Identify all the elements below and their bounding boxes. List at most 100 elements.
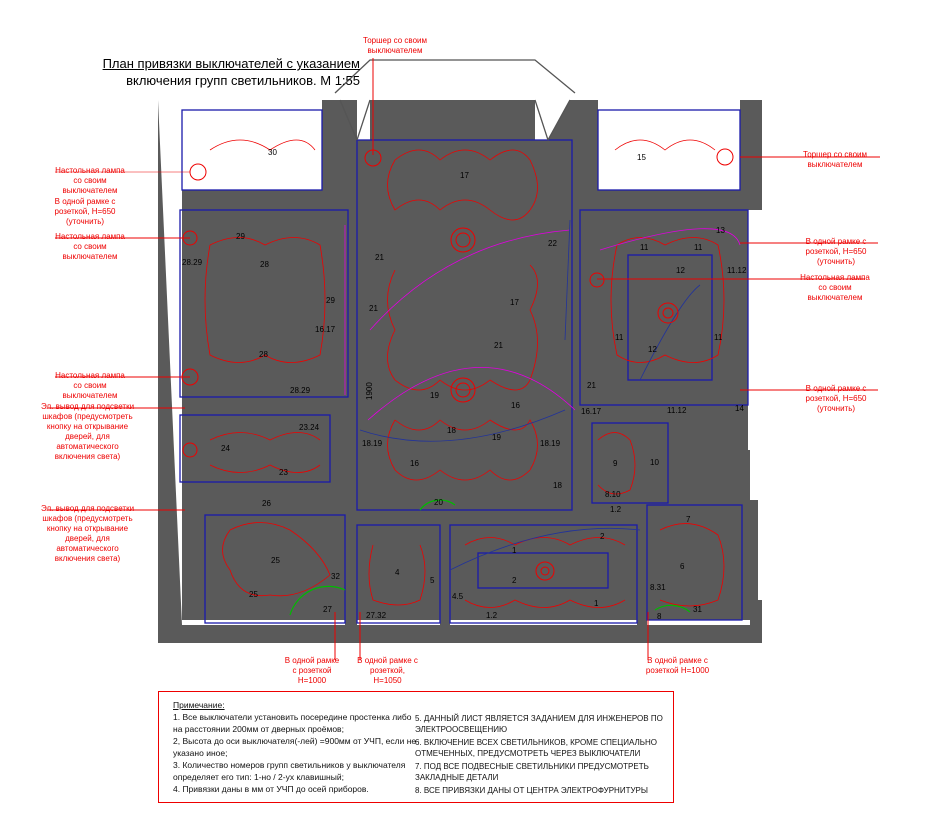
group-label: 21 xyxy=(587,381,596,390)
group-label: 19 xyxy=(430,391,439,400)
group-label: 25 xyxy=(249,590,258,599)
title-line-2: включения групп светильников. М 1:55 xyxy=(126,73,360,88)
group-label: 1.2 xyxy=(610,505,622,514)
group-label: 23 xyxy=(279,468,288,477)
group-label: 17 xyxy=(510,298,519,307)
group-label: 28 xyxy=(260,260,269,269)
group-label: 9 xyxy=(613,459,618,468)
lighting-wiring xyxy=(204,139,725,608)
annotation-frame-right-2: В одной рамке с розеткой, H=650 (уточнит… xyxy=(805,384,867,413)
notes-right-column: 5. ДАННЫЙ ЛИСТ ЯВЛЯЕТСЯ ЗАДАНИЕМ ДЛЯ ИНЖ… xyxy=(415,714,665,800)
group-label: 1 xyxy=(512,546,517,555)
group-label: 16 xyxy=(410,459,419,468)
drawing-title: План привязки выключателей с указанием в… xyxy=(60,55,360,89)
group-label: 17 xyxy=(460,171,469,180)
note-item: 6. ВКЛЮЧЕНИЕ ВСЕХ СВЕТИЛЬНИКОВ, КРОМЕ СП… xyxy=(415,738,657,758)
group-label: 19 xyxy=(492,433,501,442)
group-label: 1.2 xyxy=(486,611,498,620)
notes-box: Примечание: 1. Все выключатели установит… xyxy=(158,691,674,803)
group-label: 18.19 xyxy=(362,439,383,448)
group-label: 12 xyxy=(676,266,685,275)
notes-left-column: 1. Все выключатели установить посередине… xyxy=(173,711,423,795)
annotation-cabinet-1: Эл. вывод для подсветки шкафов (предусмо… xyxy=(40,402,135,461)
group-label: 21 xyxy=(375,253,384,262)
group-label: 16 xyxy=(511,401,520,410)
group-label: 21 xyxy=(494,341,503,350)
group-label: 11 xyxy=(694,243,703,252)
group-label: 5 xyxy=(430,576,435,585)
group-label: 23.24 xyxy=(299,423,320,432)
annotation-lamp-right: Настольная лампа со своим выключателем xyxy=(800,273,870,302)
note-item: 1. Все выключатели установить посередине… xyxy=(173,712,412,734)
group-label: 11.12 xyxy=(727,266,747,275)
group-label: 8.31 xyxy=(650,583,666,592)
room-outlines xyxy=(179,59,749,624)
pendant-lights xyxy=(181,148,734,581)
annotation-bottom-3: В одной рамке с розеткой H=1000 xyxy=(645,656,710,675)
annotation-bottom-1: В одной рамке с розеткой H=1000 xyxy=(284,656,340,685)
group-label: 29 xyxy=(236,232,245,241)
group-label: 8.10 xyxy=(605,490,621,499)
group-label: 1900 xyxy=(365,382,374,400)
group-label: 11.12 xyxy=(667,406,687,415)
group-label: 15 xyxy=(637,153,646,162)
note-item: 7. ПОД ВСЕ ПОДВЕСНЫЕ СВЕТИЛЬНИКИ ПРЕДУСМ… xyxy=(415,762,649,782)
group-label: 6 xyxy=(680,562,685,571)
group-label: 10 xyxy=(650,458,659,467)
annotation-lamp-left-3: Настольная лампа со своим выключателем xyxy=(55,371,125,400)
group-label: 4 xyxy=(395,568,400,577)
group-label: 11 xyxy=(714,333,723,342)
group-label: 25 xyxy=(271,556,280,565)
annotation-frame-left: В одной рамке с розеткой, H=650 (уточнит… xyxy=(54,197,116,226)
group-label: 12 xyxy=(648,345,657,354)
annotation-lamp-left-1: Настольная лампа со своим выключателем xyxy=(55,166,125,195)
annotation-cabinet-2: Эл. вывод для подсветки шкафов (предусмо… xyxy=(40,504,135,563)
annotation-leaders xyxy=(48,58,880,660)
group-label: 31 xyxy=(693,605,702,614)
annotation-torsher-right: Торшер со своим выключателем xyxy=(802,150,868,169)
group-label: 14 xyxy=(735,404,744,413)
annotation-bottom-2: В одной рамке с розеткой, H=1050 xyxy=(357,656,418,685)
group-label: 28 xyxy=(259,350,268,359)
group-label: 18 xyxy=(553,481,562,490)
group-label: 16.17 xyxy=(315,325,336,334)
group-label: 18 xyxy=(447,426,456,435)
group-label: 27 xyxy=(323,605,332,614)
note-item: 5. ДАННЫЙ ЛИСТ ЯВЛЯЕТСЯ ЗАДАНИЕМ ДЛЯ ИНЖ… xyxy=(415,714,663,734)
group-label: 13 xyxy=(716,226,725,235)
notes-heading: Примечание: xyxy=(173,700,225,710)
group-label: 28.29 xyxy=(182,258,203,267)
group-label: 24 xyxy=(221,444,230,453)
switch-wiring xyxy=(359,219,701,571)
group-label: 4.5 xyxy=(452,592,464,601)
note-item: 8. ВСЕ ПРИВЯЗКИ ДАНЫ ОТ ЦЕНТРА ЭЛЕКТРОФУ… xyxy=(415,786,648,795)
walls xyxy=(158,100,762,643)
title-line-1: План привязки выключателей с указанием xyxy=(102,56,360,71)
group-label: 2 xyxy=(512,576,517,585)
group-label: 29 xyxy=(326,296,335,305)
group-label: 28.29 xyxy=(290,386,311,395)
group-label: 30 xyxy=(268,148,277,157)
group-label: 7 xyxy=(686,515,691,524)
group-label: 18.19 xyxy=(540,439,561,448)
note-item: 2, Высота до оси выключателя(-лей) =900м… xyxy=(173,736,417,758)
group-label: 32 xyxy=(331,572,340,581)
group-label: 16.17 xyxy=(581,407,602,416)
note-item: 3. Количество номеров групп светильников… xyxy=(173,760,406,782)
group-label: 27.32 xyxy=(366,611,387,620)
note-item: 4. Привязки даны в мм от УЧП до осей при… xyxy=(173,784,369,794)
group-label: 26 xyxy=(262,499,271,508)
group-label: 11 xyxy=(615,333,624,342)
group-label: 2 xyxy=(600,532,605,541)
door-arcs xyxy=(289,499,691,616)
group-label: 20 xyxy=(434,498,443,507)
group-label: 1 xyxy=(594,599,599,608)
group-label: 21 xyxy=(369,304,378,313)
group-label: 8 xyxy=(657,612,662,621)
group-label: 11 xyxy=(640,243,649,252)
annotation-lamp-left-2: Настольная лампа со своим выключателем xyxy=(55,232,125,261)
annotation-frame-right-1: В одной рамке с розеткой, H=650 (уточнит… xyxy=(805,237,867,266)
accent-wiring xyxy=(344,225,741,421)
